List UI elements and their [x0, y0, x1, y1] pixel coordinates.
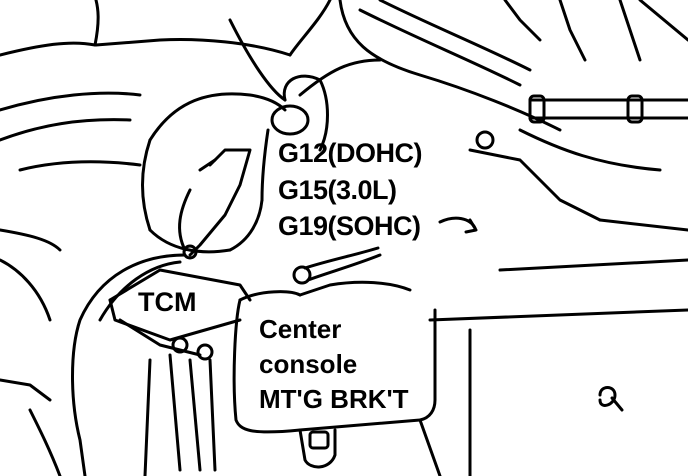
left-lower-details	[0, 228, 62, 476]
dashboard-upper	[0, 0, 688, 172]
tcm-label: TCM	[138, 287, 197, 317]
center-column	[141, 18, 382, 254]
wire-harness	[71, 148, 252, 476]
right-lower-panel	[428, 130, 688, 476]
bracket-label-line-3: MT'G BRK'T	[259, 384, 409, 414]
bracket-label-line-2: console	[259, 349, 358, 379]
right-rail	[468, 94, 688, 232]
bracket-label-line-1: Center	[259, 314, 342, 344]
ground-g12-label: G12(DOHC)	[278, 138, 423, 168]
ground-g15-label: G15(3.0L)	[278, 175, 397, 205]
console-bracket-outline	[232, 280, 442, 476]
tcm-module-outline	[108, 268, 252, 476]
ground-terminal	[292, 216, 478, 285]
ground-g19-label: G19(SOHC)	[278, 211, 421, 241]
